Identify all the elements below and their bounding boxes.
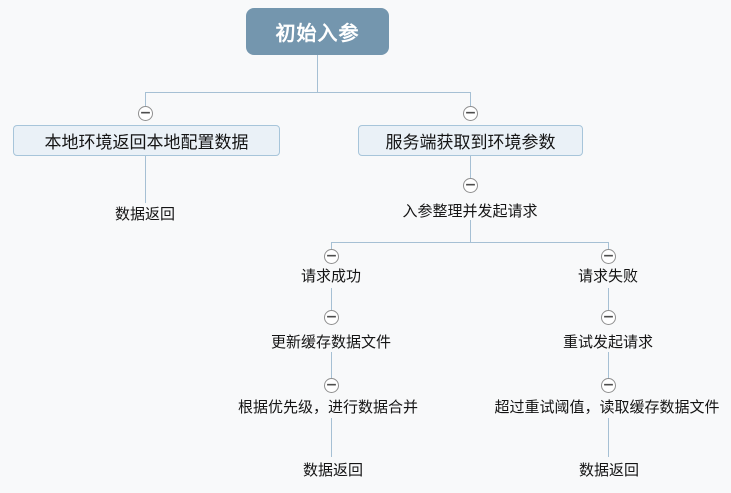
success-result-node[interactable]: 数据返回 [302,461,363,479]
minus-icon: − [325,309,338,325]
connector-line [145,92,471,93]
success-step2-node[interactable]: 根据优先级，进行数据合并 [237,398,418,416]
connector-line [608,418,609,457]
minus-icon: − [602,248,615,264]
collapse-toggle-failure-step2[interactable]: − [601,378,616,393]
collapse-toggle-success-step1[interactable]: − [324,310,339,325]
connector-line [331,242,609,243]
connector-line [331,288,332,310]
local-branch-node[interactable]: 本地环境返回本地配置数据 [13,125,280,156]
collapse-toggle-failure[interactable]: − [601,249,616,264]
server-step-node[interactable]: 入参整理并发起请求 [402,202,538,220]
minus-icon: − [325,377,338,393]
collapse-toggle-failure-step1[interactable]: − [601,310,616,325]
connector-line [470,156,471,178]
minus-icon: − [464,105,477,121]
minus-icon: − [464,177,477,193]
success-step1-node[interactable]: 更新缓存数据文件 [270,333,391,351]
server-branch-node[interactable]: 服务端获取到环境参数 [358,125,583,156]
success-label-node[interactable]: 请求成功 [300,267,361,285]
connector-line [145,156,146,203]
connector-line [331,242,332,250]
failure-result-node[interactable]: 数据返回 [578,461,639,479]
connector-line [145,92,146,106]
connector-line [331,352,332,378]
connector-line [470,220,471,242]
failure-label-node[interactable]: 请求失败 [577,267,638,285]
minus-icon: − [139,105,152,121]
minus-icon: − [602,309,615,325]
connector-line [608,352,609,378]
minus-icon: − [602,377,615,393]
local-result-node[interactable]: 数据返回 [114,205,175,223]
root-node[interactable]: 初始入参 [246,8,389,55]
failure-step1-node[interactable]: 重试发起请求 [562,333,653,351]
collapse-toggle-success-step2[interactable]: − [324,378,339,393]
connector-line [608,242,609,250]
connector-line [317,55,318,92]
connector-line [470,92,471,106]
collapse-toggle-server[interactable]: − [463,106,478,121]
collapse-toggle-local[interactable]: − [138,106,153,121]
minus-icon: − [325,248,338,264]
connector-line [331,418,332,457]
collapse-toggle-success[interactable]: − [324,249,339,264]
collapse-toggle-server-step[interactable]: − [463,178,478,193]
failure-step2-node[interactable]: 超过重试阈值，读取缓存数据文件 [494,398,720,416]
connector-line [608,288,609,310]
